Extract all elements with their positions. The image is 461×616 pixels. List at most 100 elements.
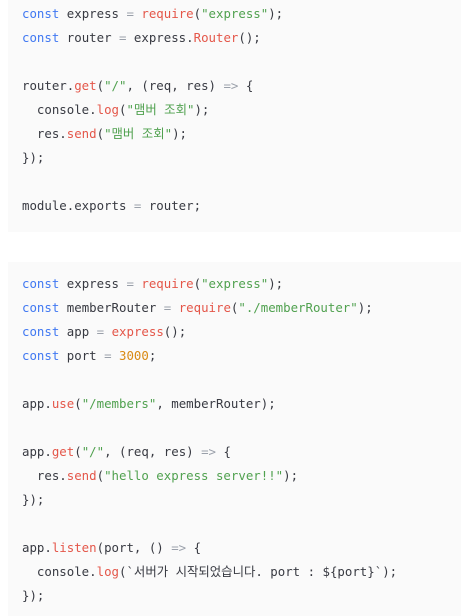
- code-token: const: [22, 30, 60, 45]
- code-line: });: [22, 146, 44, 170]
- code-token: res.: [22, 468, 67, 483]
- code-line: const memberRouter = require("./memberRo…: [22, 296, 373, 320]
- code-token: (: [193, 276, 202, 291]
- code-token: (: [96, 126, 105, 141]
- code-token: (: [96, 468, 105, 483]
- code-token: [104, 324, 111, 339]
- code-token: =: [104, 348, 112, 363]
- code-token: ;: [148, 348, 157, 363]
- code-token: router;: [141, 198, 202, 213]
- code-token: res.: [22, 126, 67, 141]
- code-token: "/members": [81, 396, 157, 411]
- code-token: =: [163, 300, 172, 315]
- code-token: [112, 348, 119, 363]
- code-token: router: [59, 30, 119, 45]
- code-line: const express = require("express");: [22, 272, 283, 296]
- code-token: "express": [201, 6, 269, 21]
- code-token: const: [22, 324, 60, 339]
- code-token: app.: [22, 396, 52, 411]
- code-line: const app = express();: [22, 320, 186, 344]
- code-line: const port = 3000;: [22, 344, 156, 368]
- code-line: module.exports = router;: [22, 194, 201, 218]
- code-token: (: [230, 300, 239, 315]
- code-token: router.: [22, 78, 75, 93]
- code-block-member-router: const express = require("express");const…: [8, 0, 461, 232]
- code-token: {: [186, 540, 202, 555]
- code-token: "hello express server!!": [104, 468, 284, 483]
- code-token: (: [96, 78, 105, 93]
- code-token: =>: [201, 444, 216, 459]
- code-token: (: [119, 102, 127, 117]
- code-token: );: [194, 102, 210, 117]
- code-token: "맴버 조회": [126, 102, 195, 117]
- code-token: });: [22, 588, 45, 603]
- code-token: send: [66, 468, 97, 483]
- code-token: const: [22, 6, 60, 21]
- code-token: =: [96, 324, 105, 339]
- code-line: const router = express.Router();: [22, 26, 261, 50]
- code-token: get: [51, 444, 75, 459]
- code-token: {: [216, 444, 231, 459]
- code-line: app.get("/", (req, res) => {: [22, 440, 231, 464]
- code-token: =: [133, 198, 142, 213]
- code-token: );: [268, 276, 284, 291]
- code-token: "/": [104, 78, 127, 93]
- code-token: =: [119, 30, 127, 45]
- code-token: );: [283, 468, 299, 483]
- code-token: require: [141, 6, 194, 21]
- code-token: app.: [22, 540, 52, 555]
- code-token: , (req, res): [104, 444, 202, 459]
- code-token: });: [22, 492, 45, 507]
- code-line: res.send("맴버 조회");: [22, 122, 187, 146]
- code-token: =: [126, 6, 134, 21]
- code-token: express: [111, 324, 164, 339]
- code-token: const: [22, 348, 60, 363]
- code-line: app.listen(port, () => {: [22, 536, 201, 560]
- code-token: listen: [51, 540, 97, 555]
- code-line: console.log(`서버가 시작되었습니다. port : ${port}…: [22, 560, 397, 584]
- code-token: express: [59, 276, 127, 291]
- code-token: app.: [22, 444, 52, 459]
- code-token: "/": [81, 444, 105, 459]
- code-token: [171, 300, 178, 315]
- code-token: );: [172, 126, 187, 141]
- code-token: =>: [223, 78, 239, 93]
- code-token: console.: [22, 564, 97, 579]
- code-line: console.log("맴버 조회");: [22, 98, 209, 122]
- code-token: =>: [171, 540, 187, 555]
- code-token: =: [126, 276, 134, 291]
- code-token: "./memberRouter": [238, 300, 358, 315]
- code-token: module.exports: [22, 198, 134, 213]
- code-token: });: [22, 150, 45, 165]
- code-token: console.: [22, 102, 97, 117]
- code-block-app: const express = require("express");const…: [8, 262, 461, 616]
- code-token: log: [96, 564, 119, 579]
- code-token: (: [74, 396, 82, 411]
- code-token: express.: [126, 30, 194, 45]
- code-line: });: [22, 488, 44, 512]
- code-line: const express = require("express");: [22, 2, 283, 26]
- code-token: {: [238, 78, 254, 93]
- code-token: memberRouter: [59, 300, 164, 315]
- code-token: log: [96, 102, 119, 117]
- code-token: (: [74, 444, 82, 459]
- code-token: (: [193, 6, 202, 21]
- code-token: use: [51, 396, 75, 411]
- code-token: ();: [163, 324, 187, 339]
- code-line: res.send("hello express server!!");: [22, 464, 298, 488]
- code-token: express: [59, 6, 127, 21]
- code-token: 3000: [119, 348, 149, 363]
- code-token: "express": [201, 276, 269, 291]
- code-line: });: [22, 584, 44, 608]
- code-token: require: [141, 276, 194, 291]
- code-token: (`서버가 시작되었습니다. port : ${port}`);: [119, 564, 398, 579]
- code-token: ();: [238, 30, 261, 45]
- code-token: , (req, res): [126, 78, 224, 93]
- code-token: const: [22, 300, 60, 315]
- code-token: require: [178, 300, 231, 315]
- code-token: , memberRouter);: [156, 396, 276, 411]
- code-token: "맴버 조회": [104, 126, 173, 141]
- code-token: app: [59, 324, 97, 339]
- code-token: send: [66, 126, 97, 141]
- code-token: );: [357, 300, 373, 315]
